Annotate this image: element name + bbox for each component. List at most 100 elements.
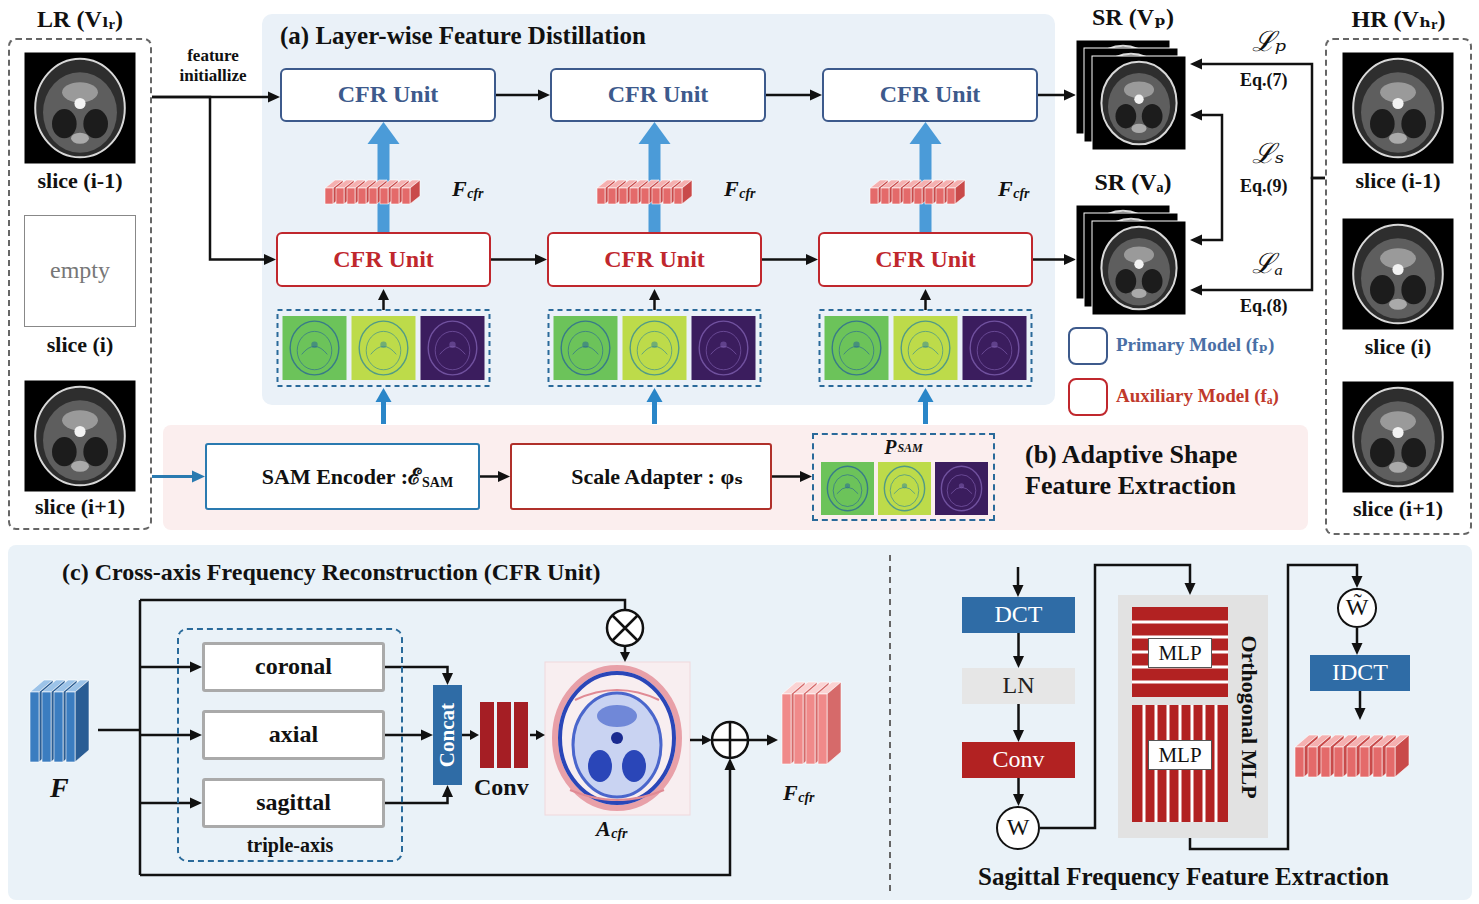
arrowhead: [810, 90, 822, 101]
mri-slice: [24, 380, 136, 492]
feature-map: [963, 316, 1027, 380]
mri-slice: [52, 109, 77, 138]
arrowhead: [442, 785, 453, 797]
sam-encoder-box: SAM Encoder :ℰSAM: [205, 443, 480, 510]
arrowhead: [538, 90, 550, 101]
feature-map: [380, 342, 386, 348]
feature-tensor: [347, 188, 355, 204]
mlp-weights: [1143, 705, 1146, 822]
arrowhead: [190, 662, 202, 673]
input-tensor: [39, 680, 53, 762]
mri-slice: [1392, 264, 1403, 275]
arrowhead: [1190, 110, 1202, 121]
feature-tensor: [682, 180, 692, 204]
feature-map: [359, 321, 408, 375]
panel-background: [262, 14, 1055, 405]
connector-group: [766, 90, 822, 101]
panel-background: [8, 545, 1472, 900]
wire: [139, 600, 142, 875]
node-label: CFR Unit: [880, 81, 981, 109]
feature-tensor: [391, 188, 399, 204]
arrowhead: [378, 289, 389, 300]
mri-slice: [1353, 388, 1443, 487]
connector-group: [1038, 90, 1076, 101]
feature-tensor: [936, 188, 944, 204]
input-tensor: [42, 692, 51, 762]
connector-group: [1013, 633, 1024, 668]
feature-tensor: [955, 180, 965, 204]
input-tensor: [63, 680, 77, 762]
connector: [385, 667, 448, 675]
connector: [491, 258, 537, 261]
mlp-weights: [1132, 681, 1228, 684]
feature-tensor: [325, 188, 333, 204]
node-label: MLP: [1158, 743, 1201, 767]
prompt-feature-box: PSAM: [812, 433, 995, 521]
feature-tensor: [663, 188, 671, 204]
feature-map: [839, 331, 874, 369]
mri-slice: [1401, 438, 1426, 467]
loss-symbol: ℒₐ: [1252, 248, 1283, 280]
attention-map: [555, 668, 679, 808]
arrowhead: [421, 730, 433, 741]
feature-map: [692, 316, 756, 380]
feature-map: [421, 316, 485, 380]
node-label: CFR Unit: [875, 246, 976, 274]
mri-slice: [1116, 269, 1137, 293]
arrowhead: [1013, 730, 1024, 742]
wire: [1359, 689, 1362, 710]
panel-background: [163, 425, 1308, 530]
idct-box: IDCT: [1310, 655, 1410, 691]
subscript-text: SAM: [897, 442, 922, 456]
feature-map: [283, 316, 347, 380]
axis-branch-box: sagittal: [202, 778, 385, 828]
mlp-weights: [1132, 607, 1228, 697]
feature-tensor: [641, 188, 649, 204]
connector-group: [385, 667, 453, 685]
node-label: Concat: [435, 703, 459, 767]
dct-box: DCT: [962, 597, 1075, 633]
mri-slice: [1353, 59, 1443, 158]
mri-slice: [35, 59, 125, 158]
connector-group: [639, 122, 671, 232]
slice-caption: slice (i): [47, 332, 114, 357]
mri-slice: [1116, 104, 1137, 128]
add-symbol: [712, 722, 748, 758]
feature-map: [825, 316, 889, 380]
connector: [1017, 704, 1020, 732]
loss-symbol: ℒₛ: [1252, 138, 1284, 170]
feature-tensor: [630, 188, 638, 204]
output-tensor: [1295, 747, 1304, 777]
equation-ref: Eq.(8): [1240, 296, 1288, 317]
feature-map: [435, 331, 470, 369]
connector: [1038, 94, 1066, 97]
node-label: IDCT: [1332, 659, 1388, 687]
node-label: (c) Cross-axis Frequency Reconstruction …: [62, 559, 600, 587]
divider: [889, 555, 891, 893]
feature-tensor: [674, 188, 682, 204]
node-label: LR (Vₗᵣ): [37, 6, 123, 34]
node-label: P: [884, 436, 896, 459]
feature-map-group: [820, 310, 1032, 386]
feature-map: [878, 462, 931, 515]
mri-slice: [1134, 95, 1143, 104]
feature-tensor: [870, 188, 878, 204]
feature-map: [623, 316, 687, 380]
mri-slice: [1401, 109, 1426, 138]
add-symbol: [712, 722, 748, 758]
node-label: W: [1007, 814, 1030, 842]
mri-slice: [1101, 227, 1176, 310]
weight-circle: W̃: [1337, 588, 1378, 628]
axis-branch-box: axial: [202, 710, 385, 760]
attention-map: [570, 690, 664, 800]
mri-slice: [35, 387, 125, 486]
feature-subscript: cfr: [467, 186, 483, 202]
output-tensor: [815, 682, 829, 764]
wire: [140, 734, 192, 737]
output-tensor: [782, 694, 791, 764]
feature-tensor: [619, 188, 627, 204]
connector-group: [480, 471, 510, 482]
connector: [385, 795, 448, 803]
feature-map: [582, 342, 588, 348]
feature-subscript: cfr: [739, 186, 755, 202]
